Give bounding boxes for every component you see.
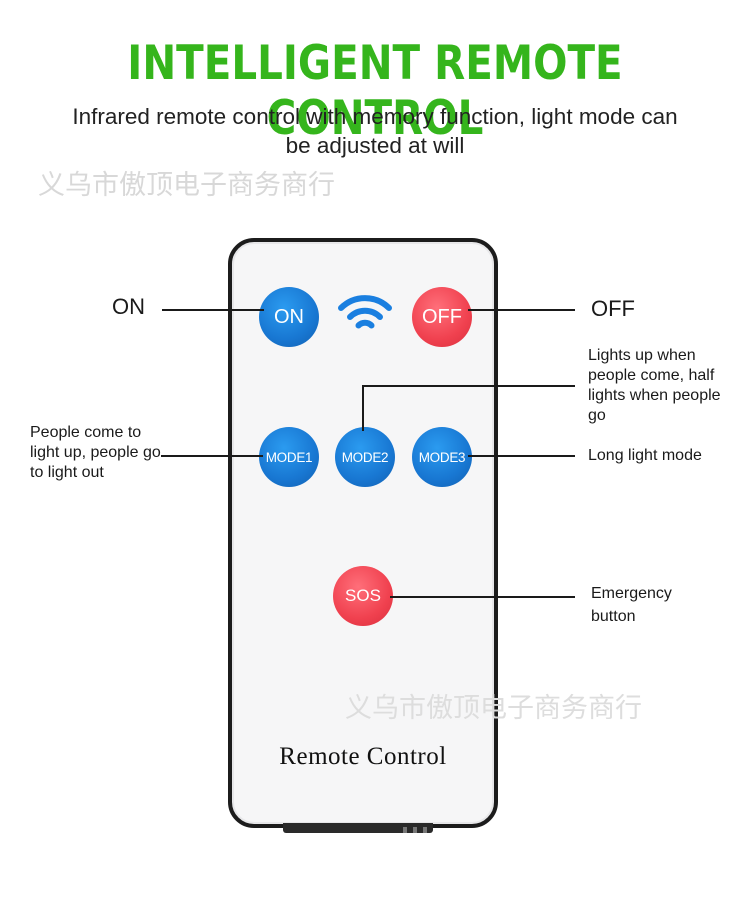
- mode3-callout-line: [468, 455, 575, 457]
- on-button[interactable]: ON: [259, 287, 319, 347]
- mode1-callout-label: People come to light up, people go to li…: [30, 424, 161, 481]
- wifi-signal-icon: [338, 295, 392, 329]
- mode2-button[interactable]: MODE2: [335, 427, 395, 487]
- mode1-button[interactable]: MODE1: [259, 427, 319, 487]
- mode3-button[interactable]: MODE3: [412, 427, 472, 487]
- mode2-callout-line-vertical: [362, 386, 364, 431]
- page-subtitle: Infrared remote control with memory func…: [72, 104, 678, 158]
- off-callout-line: [468, 309, 575, 311]
- watermark-top: 义乌市傲顶电子商务商行: [38, 170, 335, 201]
- mode1-callout-line: [161, 455, 263, 457]
- sos-callout-line: [390, 596, 575, 598]
- sos-callout-label: Emergency button: [591, 585, 672, 625]
- mode3-callout-label: Long light mode: [588, 447, 702, 464]
- page-title: INTELLIGENT REMOTE CONTROL: [127, 36, 623, 146]
- off-callout-label: OFF: [591, 296, 635, 321]
- on-callout-line: [162, 309, 264, 311]
- off-button[interactable]: OFF: [412, 287, 472, 347]
- on-callout-label: ON: [112, 294, 145, 319]
- mode2-callout-line-horizontal: [362, 385, 575, 387]
- mode2-callout-label: Lights up when people come, half lights …: [588, 347, 721, 424]
- remote-label: Remote Control: [279, 743, 447, 770]
- remote-bottom-edge: [283, 823, 433, 833]
- sos-button[interactable]: SOS: [333, 566, 393, 626]
- watermark-bottom: 义乌市傲顶电子商务商行: [345, 693, 642, 724]
